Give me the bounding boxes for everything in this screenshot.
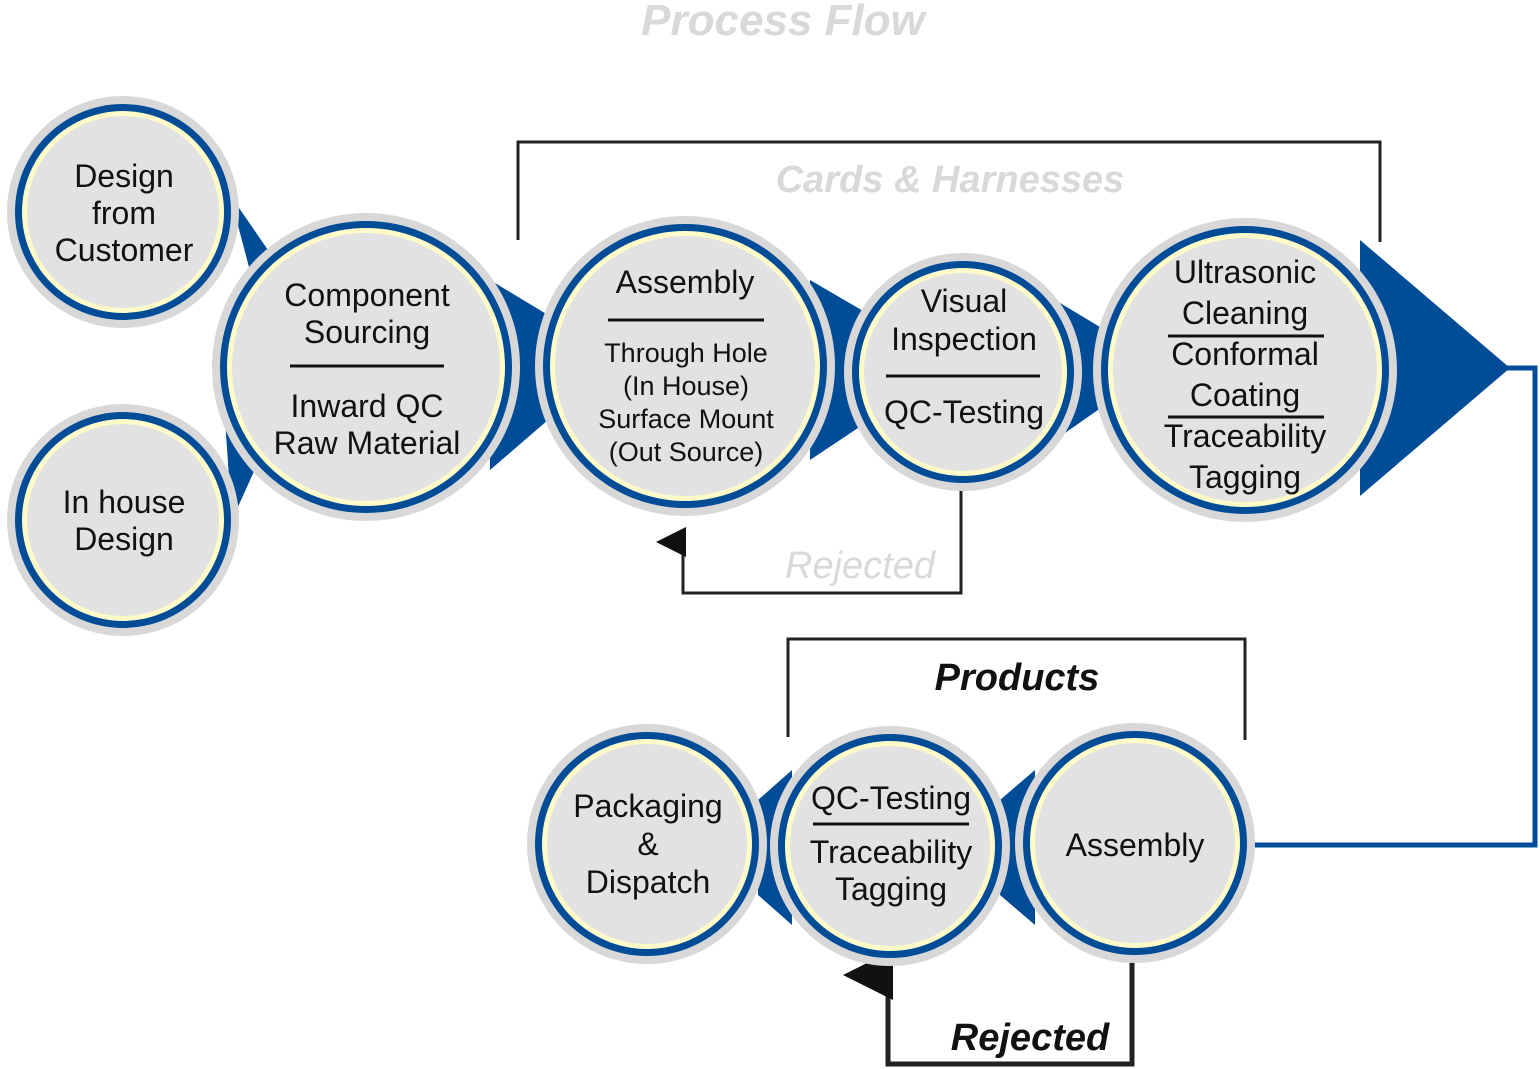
node-assembly-products: Assembly (1015, 723, 1255, 963)
cards-harnesses-bracket (516, 140, 1382, 242)
rejected-loop-products (843, 950, 1135, 1067)
node-text-line: Assembly (1066, 827, 1205, 863)
node-face (864, 273, 1062, 471)
node-packaging-dispatch: Packaging&Dispatch (527, 724, 767, 964)
node-text-line: Assembly (616, 264, 755, 300)
node-text-line: Inward QC (291, 388, 444, 424)
node-face (27, 116, 219, 308)
rejected-loop-cards (656, 485, 963, 595)
return-flow-line (1252, 365, 1538, 848)
node-face (27, 424, 219, 616)
node-face (555, 236, 815, 496)
node-text-line: (Out Source) (609, 437, 764, 467)
products-label: Products (935, 657, 1100, 699)
rejected-label-cards: Rejected (785, 545, 937, 587)
node-text-line: Dispatch (586, 864, 711, 900)
node-text-line: Cleaning (1182, 295, 1308, 331)
node-text-line: QC-Testing (884, 394, 1044, 430)
node-face (1113, 238, 1377, 502)
node-text-line: Visual (921, 283, 1008, 319)
cards-harnesses-label: Cards & Harnesses (776, 159, 1125, 201)
node-text-line: Design (74, 158, 174, 194)
node-text-line: Inspection (891, 321, 1037, 357)
node-text-line: Surface Mount (598, 404, 774, 434)
node-text-line: QC-Testing (811, 780, 971, 816)
node-text-line: & (637, 826, 658, 862)
node-text-line: Component (284, 277, 450, 313)
node-text-line: Packaging (573, 788, 722, 824)
node-text-line: (In House) (623, 371, 749, 401)
node-text-line: Tagging (1189, 459, 1301, 495)
node-text-line: Coating (1190, 377, 1300, 413)
node-text-line: Design (74, 521, 174, 557)
connector-ultrasonic-arrow (1360, 240, 1510, 496)
node-ultrasonic-cleaning: UltrasonicCleaningConformalCoatingTracea… (1093, 218, 1397, 522)
node-face (1035, 743, 1235, 943)
node-text-line: Sourcing (304, 314, 430, 350)
node-text-line: Tagging (835, 871, 947, 907)
node-face (547, 744, 747, 944)
node-text-line: Through Hole (604, 338, 768, 368)
rejected-label-products: Rejected (951, 1017, 1110, 1059)
node-text-line: Traceability (810, 834, 972, 870)
node-face (790, 746, 990, 946)
node-text-line: Customer (55, 232, 194, 268)
node-text-line: Conformal (1171, 336, 1319, 372)
node-text-line: Traceability (1164, 418, 1326, 454)
node-text-line: from (92, 195, 156, 231)
node-text-line: Raw Material (274, 425, 461, 461)
node-text-line: Ultrasonic (1174, 254, 1316, 290)
diagram-title: Process Flow (641, 0, 927, 45)
node-text-line: In house (63, 484, 186, 520)
products-bracket (786, 637, 1247, 740)
